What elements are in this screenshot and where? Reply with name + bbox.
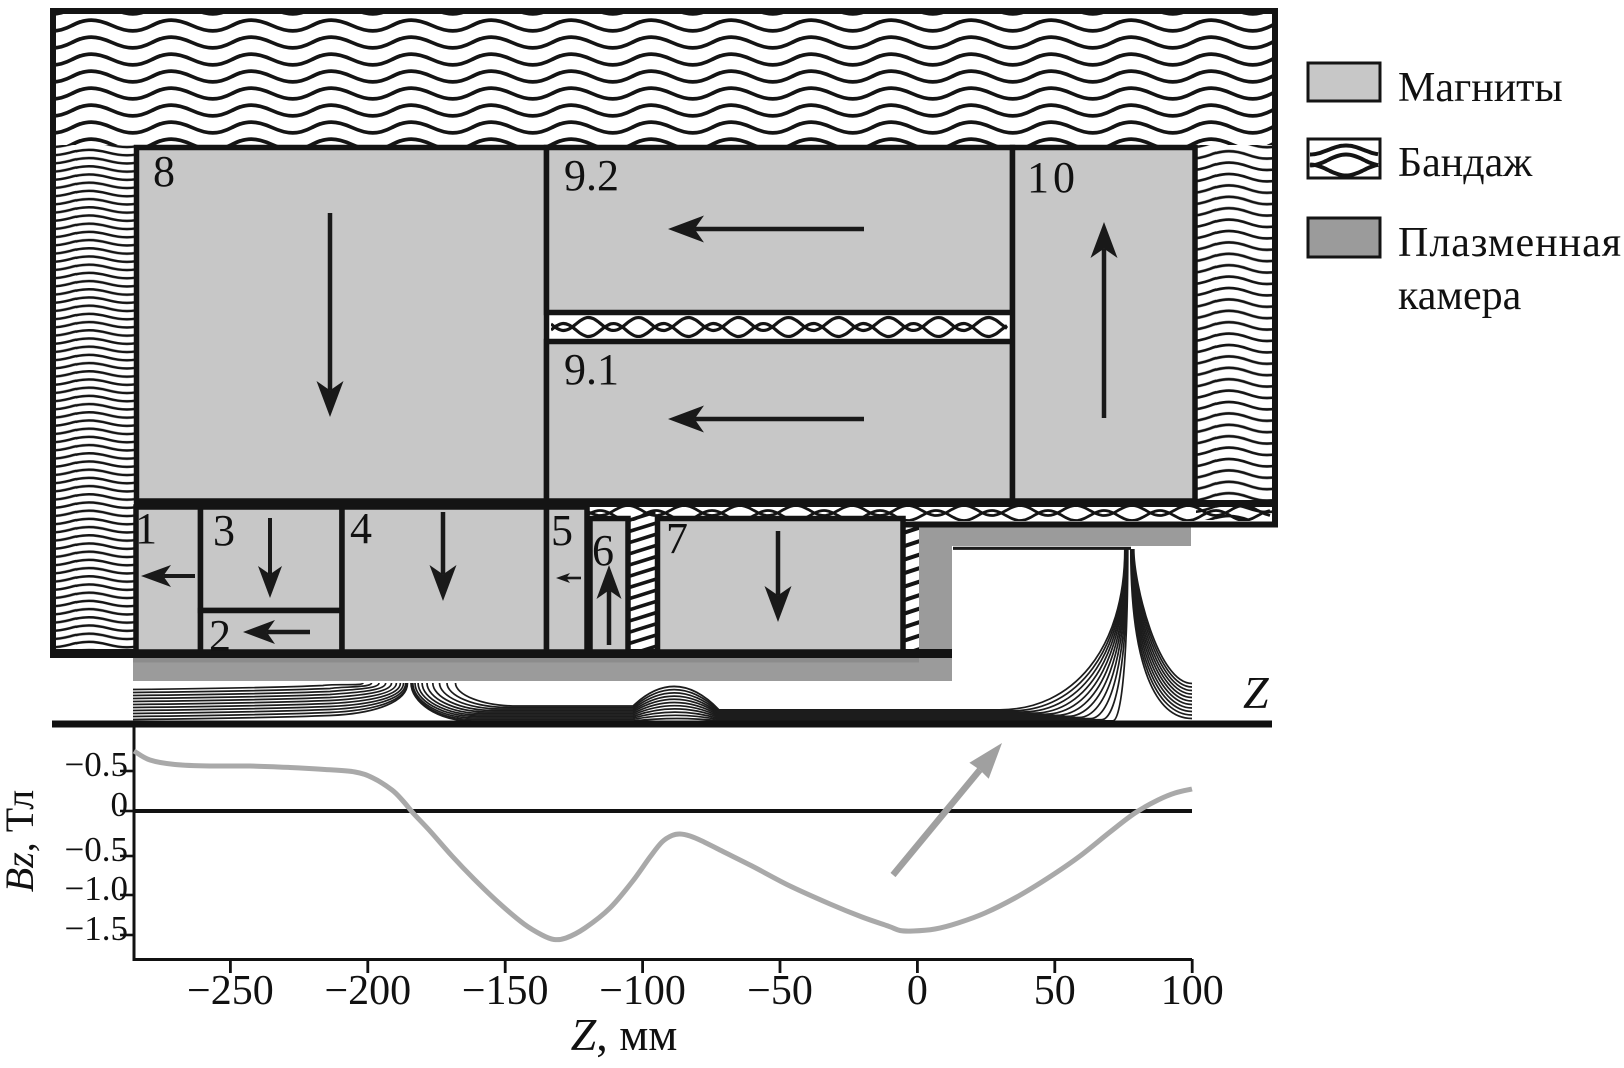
svg-text:7: 7 xyxy=(666,514,688,563)
svg-text:−250: −250 xyxy=(187,968,274,1014)
svg-text:−50: −50 xyxy=(747,968,813,1014)
svg-text:0: 0 xyxy=(907,968,928,1014)
svg-text:Магниты: Магниты xyxy=(1398,65,1563,111)
svg-text:Bz, Тл: Bz, Тл xyxy=(0,790,42,892)
svg-text:Плазменная: Плазменная xyxy=(1398,220,1622,266)
svg-text:Z: Z xyxy=(1243,667,1269,718)
svg-text:2: 2 xyxy=(209,611,231,660)
svg-text:−100: −100 xyxy=(599,968,686,1014)
svg-text:9.2: 9.2 xyxy=(564,151,619,200)
svg-text:−0.5: −0.5 xyxy=(65,745,129,784)
svg-text:8: 8 xyxy=(153,147,175,196)
svg-text:Z, мм: Z, мм xyxy=(571,1009,678,1060)
svg-text:9.1: 9.1 xyxy=(564,345,619,394)
svg-text:−1.5: −1.5 xyxy=(65,909,129,948)
svg-text:50: 50 xyxy=(1034,968,1076,1014)
svg-text:10: 10 xyxy=(1027,153,1079,202)
svg-text:5: 5 xyxy=(551,506,573,555)
svg-text:−200: −200 xyxy=(324,968,411,1014)
svg-text:Бандаж: Бандаж xyxy=(1398,140,1533,186)
svg-text:0: 0 xyxy=(111,785,129,824)
svg-text:−0.5: −0.5 xyxy=(65,830,129,869)
svg-text:6: 6 xyxy=(592,526,614,575)
svg-text:камера: камера xyxy=(1398,273,1522,319)
svg-text:1: 1 xyxy=(135,504,157,553)
svg-text:100: 100 xyxy=(1161,968,1224,1014)
svg-text:−150: −150 xyxy=(462,968,549,1014)
svg-text:−1.0: −1.0 xyxy=(65,869,129,908)
svg-text:4: 4 xyxy=(350,504,372,553)
svg-text:3: 3 xyxy=(213,506,235,555)
